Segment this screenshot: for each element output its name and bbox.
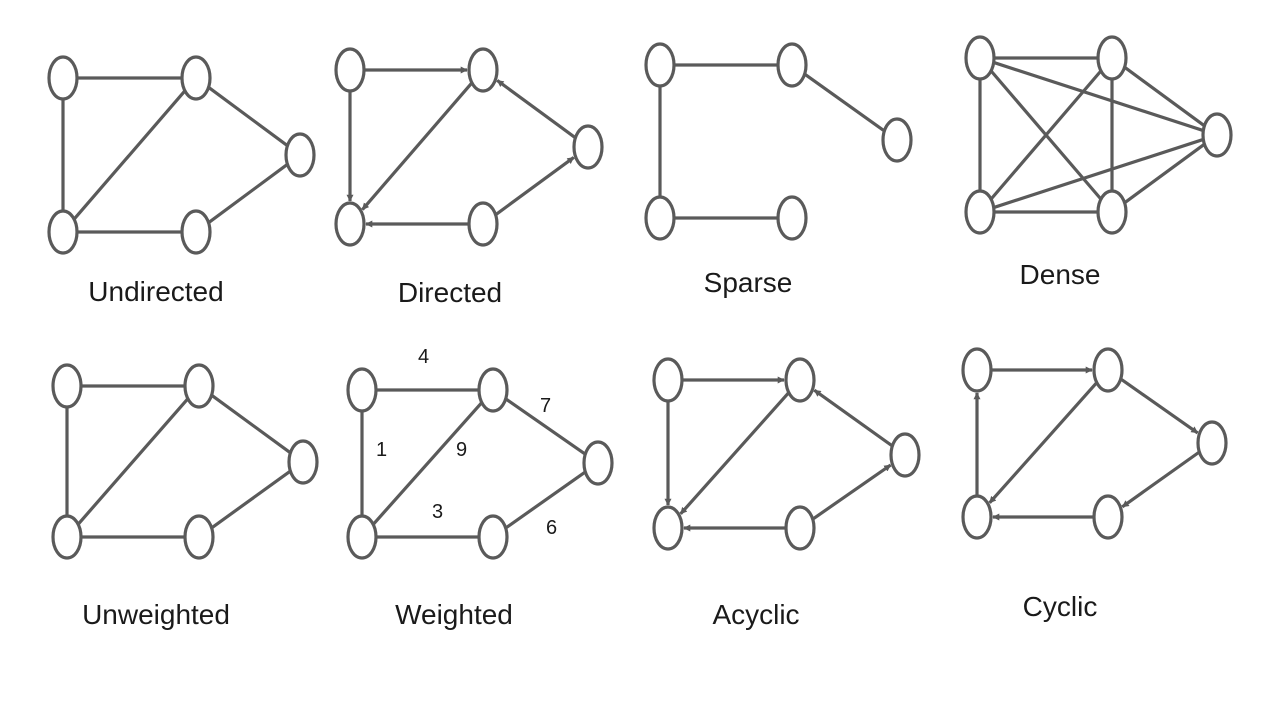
unweighted-node-4 <box>183 514 215 560</box>
edge-weight-4: 4 <box>418 346 429 368</box>
caption-acyclic: Acyclic <box>712 599 800 630</box>
dense-node-0 <box>964 35 996 81</box>
weighted-node-0 <box>346 367 378 413</box>
acyclic-node-4 <box>784 505 816 551</box>
acyclic-edge-1-3 <box>679 391 790 515</box>
unweighted-edge-1-2 <box>210 393 292 455</box>
dense-node-3 <box>964 189 996 235</box>
unweighted-edge-4-2 <box>210 469 292 530</box>
dense-node-2 <box>1201 112 1233 158</box>
sparse-edge-1-2 <box>803 72 886 133</box>
dense-node-4 <box>1096 189 1128 235</box>
dense-node-1 <box>1096 35 1128 81</box>
dense-edge-1-2 <box>1123 65 1206 128</box>
caption-dense: Dense <box>1019 259 1101 290</box>
cyclic-edge-1-2 <box>1119 377 1199 435</box>
undirected-edge-1-3 <box>72 89 187 221</box>
caption-cyclic: Cyclic <box>1022 591 1098 622</box>
undirected-node-4 <box>180 209 212 255</box>
undirected-node-0 <box>47 55 79 101</box>
cyclic-edge-1-3 <box>988 381 1098 504</box>
caption-directed: Directed <box>397 277 503 308</box>
directed-node-4 <box>467 201 499 247</box>
cyclic-node-2 <box>1196 420 1228 466</box>
weighted-node-1 <box>477 367 509 413</box>
acyclic-node-1 <box>784 357 816 403</box>
caption-sparse: Sparse <box>703 267 793 298</box>
directed-node-0 <box>334 47 366 93</box>
edge-weight-6: 6 <box>546 517 557 539</box>
caption-unweighted: Unweighted <box>82 599 230 630</box>
directed-node-2 <box>572 124 604 170</box>
directed-node-1 <box>467 47 499 93</box>
sparse-node-1 <box>776 42 808 88</box>
undirected-node-2 <box>284 132 316 178</box>
directed-node-3 <box>334 201 366 247</box>
acyclic-edge-2-1 <box>813 388 894 448</box>
dense-edge-1-3 <box>989 69 1103 201</box>
undirected-edge-4-2 <box>207 163 289 224</box>
unweighted-node-3 <box>51 514 83 560</box>
acyclic-edge-4-2 <box>811 463 892 521</box>
unweighted-edge-1-3 <box>76 397 190 526</box>
undirected-node-3 <box>47 209 79 255</box>
sparse-node-2 <box>881 117 913 163</box>
edge-weight-7: 7 <box>540 395 551 417</box>
caption-undirected: Undirected <box>88 276 224 307</box>
weighted-node-2 <box>582 440 614 486</box>
cyclic-node-3 <box>961 494 993 540</box>
acyclic-node-2 <box>889 432 921 478</box>
cyclic-edge-2-4 <box>1121 450 1201 509</box>
weighted-edge-1-2 <box>504 397 587 456</box>
sparse-node-3 <box>644 195 676 241</box>
unweighted-node-1 <box>183 363 215 409</box>
weighted-node-3 <box>346 514 378 560</box>
weighted-node-4 <box>477 514 509 560</box>
caption-weighted: Weighted <box>395 599 513 630</box>
undirected-node-1 <box>180 55 212 101</box>
directed-edge-2-1 <box>496 79 577 140</box>
sparse-node-4 <box>776 195 808 241</box>
sparse-node-0 <box>644 42 676 88</box>
cyclic-node-1 <box>1092 347 1124 393</box>
dense-edge-0-2 <box>993 60 1204 133</box>
edge-weight-3: 3 <box>432 501 443 523</box>
directed-edge-1-3 <box>361 81 474 211</box>
directed-edge-4-2 <box>494 156 575 217</box>
unweighted-node-0 <box>51 363 83 409</box>
edges-layer <box>61 56 1206 539</box>
undirected-edge-1-2 <box>207 86 289 147</box>
cyclic-node-0 <box>961 347 993 393</box>
dense-edge-2-4 <box>1123 142 1206 205</box>
weights-layer: 4 7 1 9 3 6 <box>376 346 557 539</box>
nodes-layer <box>47 35 1233 560</box>
weighted-edge-1-3 <box>372 401 483 526</box>
cyclic-node-4 <box>1092 494 1124 540</box>
edge-weight-1: 1 <box>376 439 387 461</box>
edge-weight-9: 9 <box>456 439 467 461</box>
acyclic-node-3 <box>652 505 684 551</box>
unweighted-node-2 <box>287 439 319 485</box>
dense-edge-2-3 <box>993 137 1204 210</box>
weighted-edge-4-2 <box>504 470 587 530</box>
acyclic-node-0 <box>652 357 684 403</box>
